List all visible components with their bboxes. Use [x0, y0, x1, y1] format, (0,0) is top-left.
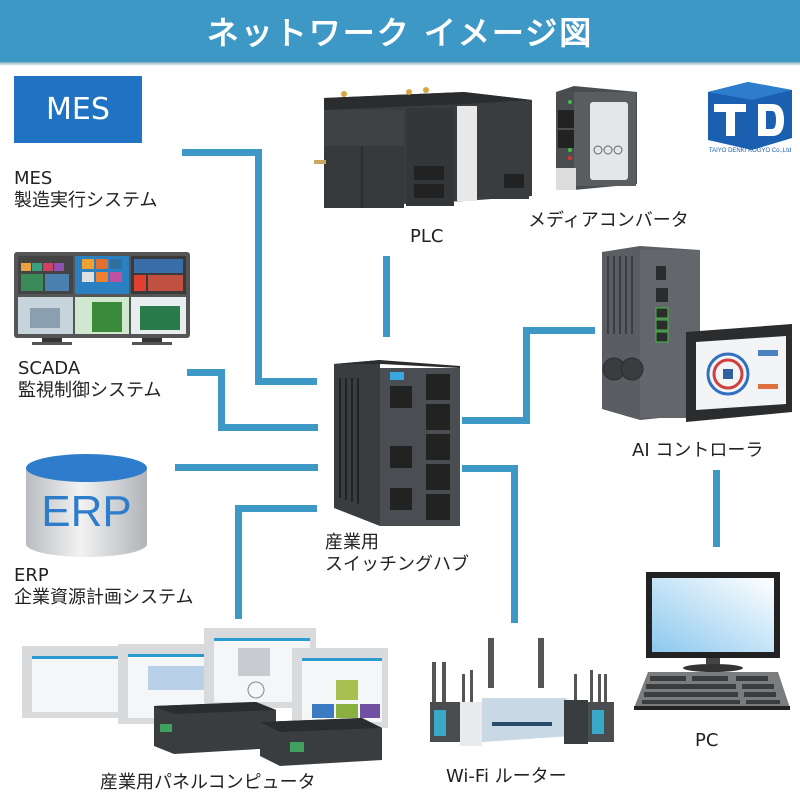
line-ai-h2	[523, 327, 595, 334]
line-mes-h2	[255, 378, 317, 385]
erp-label: ERP 企業資源計画システム	[14, 565, 193, 609]
media-converter-image	[556, 86, 637, 190]
erp-cyl-text: ERP	[41, 487, 131, 536]
mes-label: MES 製造実行システム	[14, 168, 157, 212]
wifi-router-label: Wi-Fi ルーター	[446, 766, 567, 787]
switch-label: 産業用 スイッチングハブ	[325, 532, 469, 576]
line-panel-v	[235, 505, 242, 619]
line-mes-v	[255, 149, 262, 385]
media-converter-label: メディアコンバータ	[528, 210, 689, 231]
pc-label: PC	[695, 730, 719, 751]
line-scada-h1	[187, 369, 225, 376]
scada-label: SCADA 監視制御システム	[18, 358, 161, 402]
erp-title: ERP	[14, 565, 49, 586]
wifi-router-image	[430, 638, 614, 746]
mes-logo-box: MES	[14, 76, 142, 143]
line-erp	[175, 464, 318, 471]
line-scada-h2	[218, 424, 318, 431]
line-pc	[713, 470, 720, 547]
mes-title: MES	[14, 168, 53, 189]
switch-title: 産業用	[325, 532, 379, 553]
line-ai-v	[523, 327, 530, 424]
line-scada-v	[218, 369, 225, 431]
header-banner: ネットワーク イメージ図	[0, 0, 800, 62]
line-panel-h	[235, 505, 317, 512]
erp-database-icon: ERP	[26, 454, 147, 557]
scada-title: SCADA	[18, 358, 81, 379]
line-ai-h1	[462, 417, 530, 424]
erp-subtitle: 企業資源計画システム	[14, 587, 194, 608]
mes-box-text: MES	[46, 92, 110, 127]
panel-pc-image	[22, 628, 388, 766]
scada-monitors-image	[14, 252, 190, 345]
page-title: ネットワーク イメージ図	[206, 14, 594, 52]
line-wifi-h	[462, 465, 518, 472]
logo-company-text: TAIYO DENKI KOGYO Co.,Ltd	[709, 148, 791, 154]
plc-image	[314, 87, 532, 208]
switching-hub-image	[334, 360, 460, 526]
line-mes-h1	[182, 149, 262, 156]
company-logo: TAIYO DENKI KOGYO Co.,Ltd	[708, 82, 792, 154]
switch-subtitle: スイッチングハブ	[325, 554, 469, 575]
header-shadow	[0, 62, 800, 66]
scada-subtitle: 監視制御システム	[18, 380, 162, 401]
mes-subtitle: 製造実行システム	[14, 190, 158, 211]
line-wifi-v	[511, 465, 518, 623]
ai-controller-image	[602, 246, 792, 422]
plc-label: PLC	[410, 226, 444, 247]
panel-pc-label: 産業用パネルコンピュータ	[100, 772, 316, 793]
line-plc	[383, 256, 390, 337]
pc-image	[634, 572, 790, 710]
ai-controller-label: AI コントローラ	[632, 440, 764, 461]
